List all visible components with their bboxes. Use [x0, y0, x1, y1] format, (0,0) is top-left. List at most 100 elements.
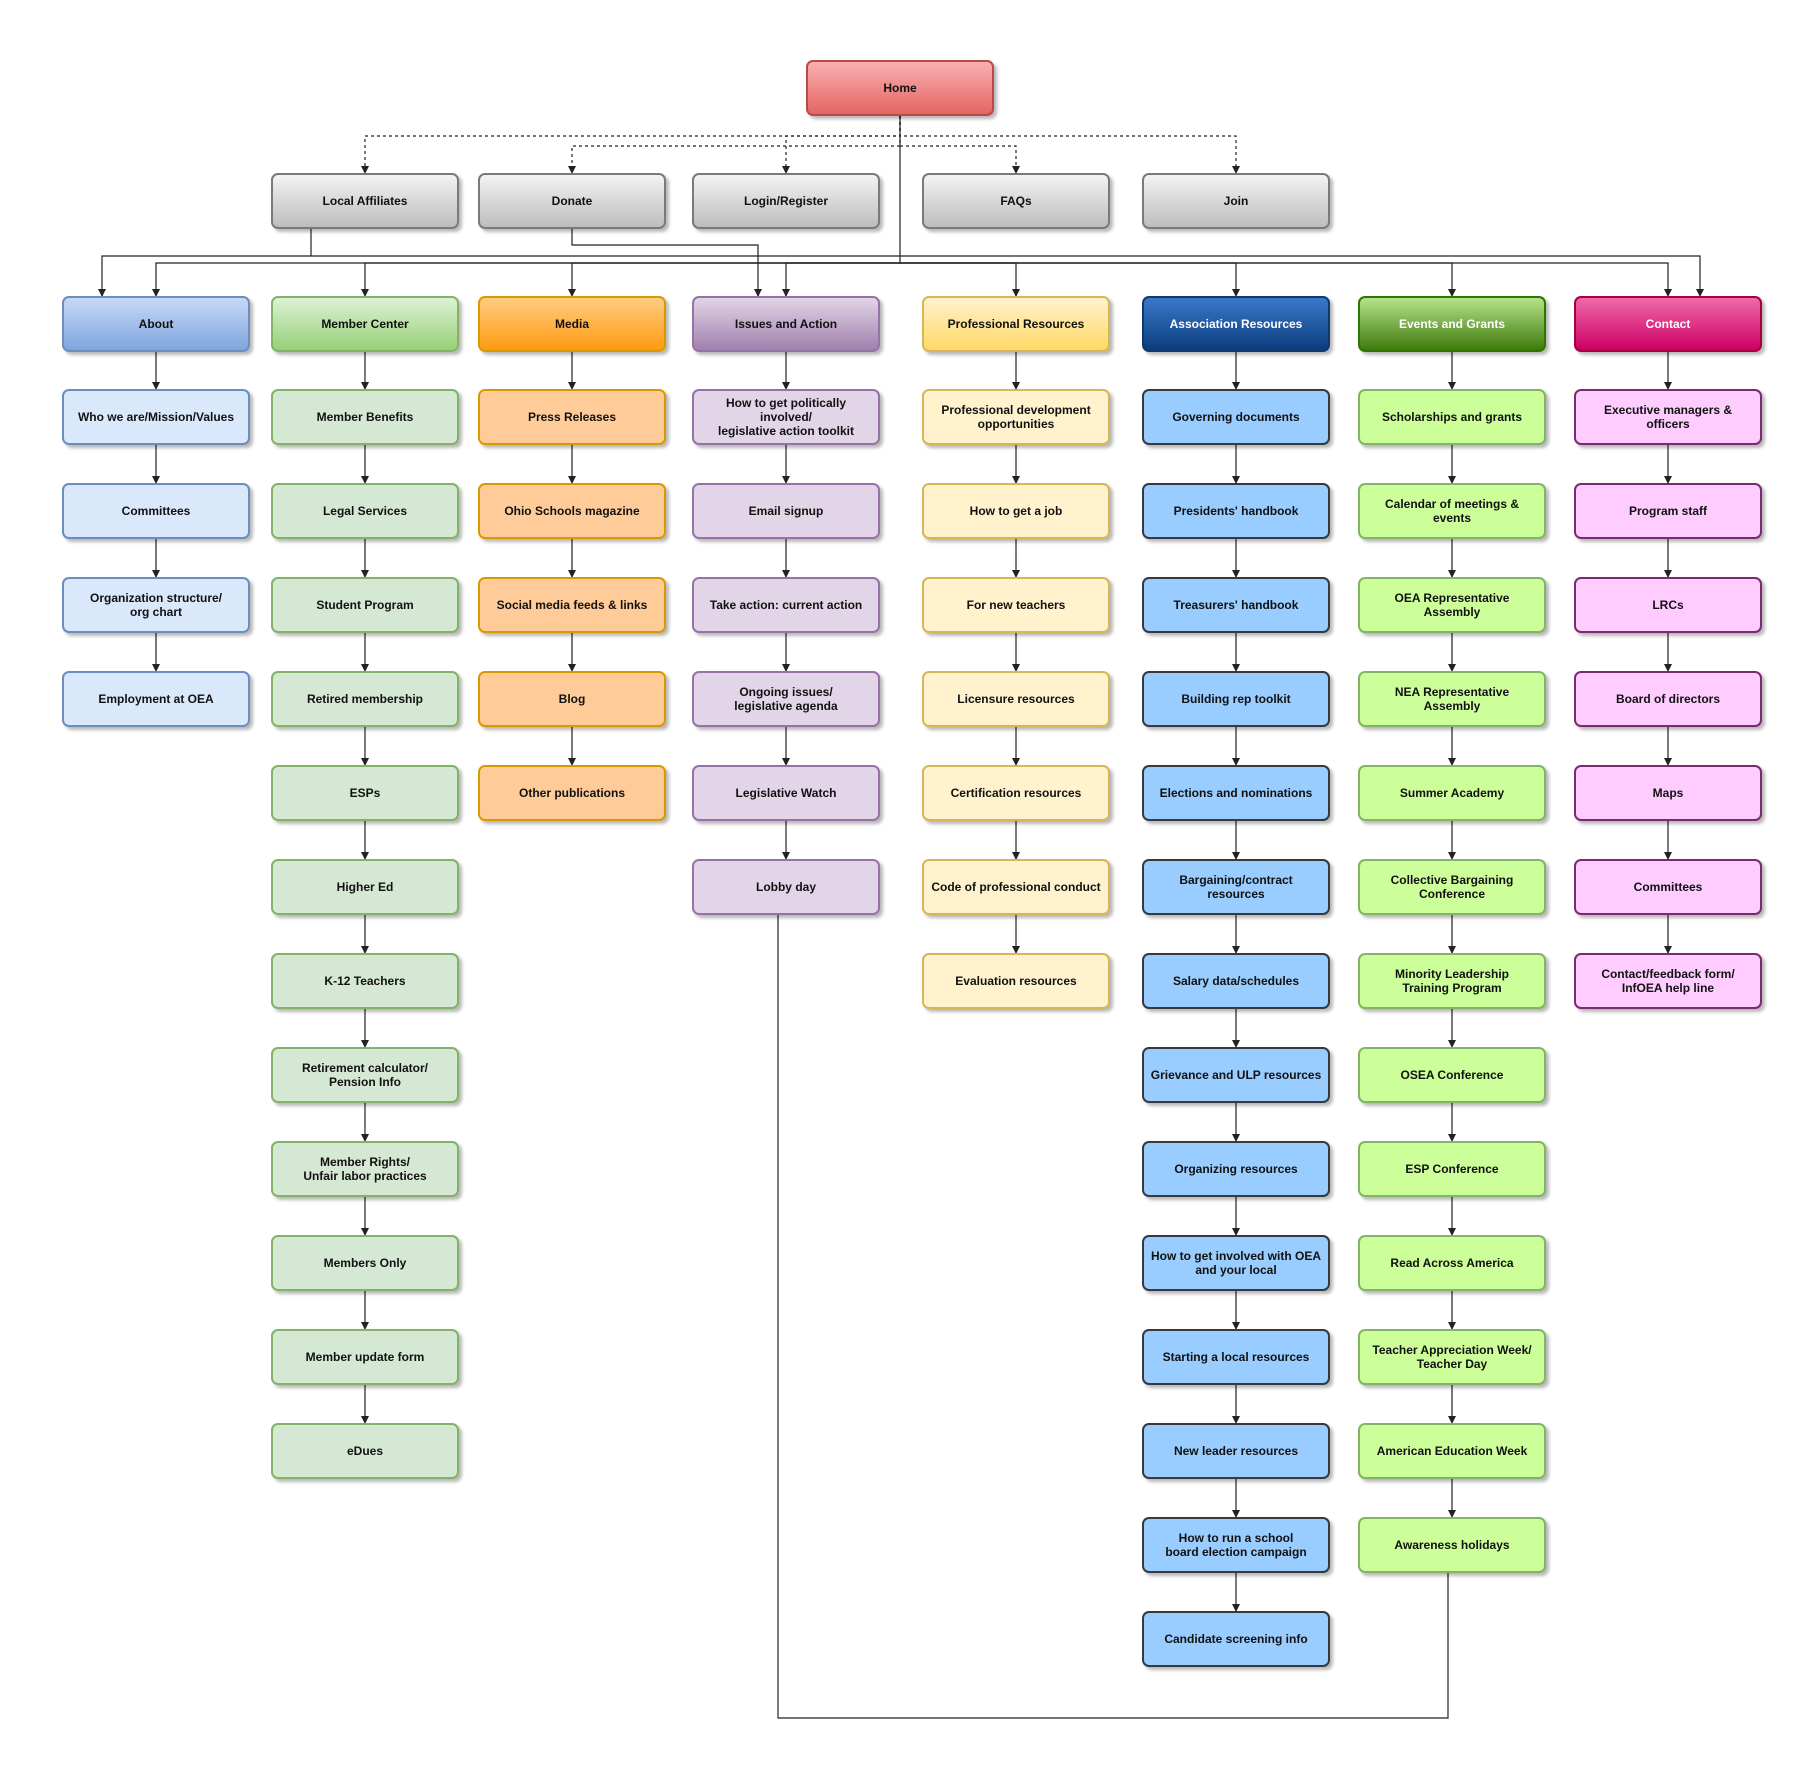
member-item-members-only[interactable]: Members Only	[271, 1235, 459, 1291]
utility-donate[interactable]: Donate	[478, 173, 666, 229]
assoc-item-presidents-handbook[interactable]: Presidents' handbook	[1142, 483, 1330, 539]
events-item-teacher-appreciation-week-teacher-day[interactable]: Teacher Appreciation Week/ Teacher Day	[1358, 1329, 1546, 1385]
prof-item-for-new-teachers[interactable]: For new teachers	[922, 577, 1110, 633]
member-item-member-rights-unfair-labor-practices[interactable]: Member Rights/ Unfair labor practices	[271, 1141, 459, 1197]
events-item-collective-bargaining-conference[interactable]: Collective Bargaining Conference	[1358, 859, 1546, 915]
assoc-item-salary-data-schedules[interactable]: Salary data/schedules	[1142, 953, 1330, 1009]
assoc-item-new-leader-resources[interactable]: New leader resources	[1142, 1423, 1330, 1479]
about-item-employment-at-oea[interactable]: Employment at OEA	[62, 671, 250, 727]
edge-home-to-local-affiliates	[361, 116, 901, 174]
prof-item-evaluation-resources[interactable]: Evaluation resources	[922, 953, 1110, 1009]
events-item-summer-academy[interactable]: Summer Academy	[1358, 765, 1546, 821]
media-item-blog[interactable]: Blog	[478, 671, 666, 727]
assoc-item-building-rep-toolkit[interactable]: Building rep toolkit	[1142, 671, 1330, 727]
edge-home-to-prof	[900, 262, 1020, 297]
member-item-retired-membership[interactable]: Retired membership	[271, 671, 459, 727]
events-item-scholarships-and-grants[interactable]: Scholarships and grants	[1358, 389, 1546, 445]
member-item-member-update-form[interactable]: Member update form	[271, 1329, 459, 1385]
section-assoc[interactable]: Association Resources	[1142, 296, 1330, 352]
edge-donate-to-issues	[571, 229, 762, 297]
home-node[interactable]: Home	[806, 60, 994, 116]
issues-item-take-action-current-action[interactable]: Take action: current action	[692, 577, 880, 633]
assoc-item-elections-and-nominations[interactable]: Elections and nominations	[1142, 765, 1330, 821]
member-item-legal-services[interactable]: Legal Services	[271, 483, 459, 539]
section-prof[interactable]: Professional Resources	[922, 296, 1110, 352]
media-item-other-publications[interactable]: Other publications	[478, 765, 666, 821]
contact-item-maps[interactable]: Maps	[1574, 765, 1762, 821]
contact-item-contact-feedback-form-infoea-help-line[interactable]: Contact/feedback form/ InfOEA help line	[1574, 953, 1762, 1009]
edge-local-affiliates-to-about	[98, 229, 312, 297]
assoc-item-bargaining-contract-resources[interactable]: Bargaining/contract resources	[1142, 859, 1330, 915]
prof-item-code-of-professional-conduct[interactable]: Code of professional conduct	[922, 859, 1110, 915]
assoc-item-how-to-run-a-school-board-election-campa[interactable]: How to run a school board election campa…	[1142, 1517, 1330, 1573]
events-item-oea-representative-assembly[interactable]: OEA Representative Assembly	[1358, 577, 1546, 633]
edge-home-to-faqs	[899, 116, 1020, 174]
issues-item-ongoing-issues-legislative-agenda[interactable]: Ongoing issues/ legislative agenda	[692, 671, 880, 727]
utility-faqs[interactable]: FAQs	[922, 173, 1110, 229]
section-contact[interactable]: Contact	[1574, 296, 1762, 352]
contact-item-program-staff[interactable]: Program staff	[1574, 483, 1762, 539]
contact-item-lrcs[interactable]: LRCs	[1574, 577, 1762, 633]
utility-join[interactable]: Join	[1142, 173, 1330, 229]
section-issues[interactable]: Issues and Action	[692, 296, 880, 352]
section-events[interactable]: Events and Grants	[1358, 296, 1546, 352]
edge-home-to-about	[152, 262, 900, 297]
media-item-ohio-schools-magazine[interactable]: Ohio Schools magazine	[478, 483, 666, 539]
section-media[interactable]: Media	[478, 296, 666, 352]
assoc-item-governing-documents[interactable]: Governing documents	[1142, 389, 1330, 445]
edge-home-to-donate	[568, 116, 901, 174]
events-item-osea-conference[interactable]: OSEA Conference	[1358, 1047, 1546, 1103]
about-item-who-we-are-mission-values[interactable]: Who we are/Mission/Values	[62, 389, 250, 445]
assoc-item-how-to-get-involved-with-oea-and-your-lo[interactable]: How to get involved with OEA and your lo…	[1142, 1235, 1330, 1291]
utility-local-affiliates[interactable]: Local Affiliates	[271, 173, 459, 229]
edge-home-to-member	[361, 262, 900, 297]
events-item-calendar-of-meetings-events[interactable]: Calendar of meetings & events	[1358, 483, 1546, 539]
prof-item-certification-resources[interactable]: Certification resources	[922, 765, 1110, 821]
issues-item-how-to-get-politically-involved-legislat[interactable]: How to get politically involved/ legisla…	[692, 389, 880, 445]
member-item-student-program[interactable]: Student Program	[271, 577, 459, 633]
edge-local-affiliates-to-contact	[311, 255, 1704, 297]
media-item-social-media-feeds-links[interactable]: Social media feeds & links	[478, 577, 666, 633]
issues-item-lobby-day[interactable]: Lobby day	[692, 859, 880, 915]
events-item-american-education-week[interactable]: American Education Week	[1358, 1423, 1546, 1479]
assoc-item-starting-a-local-resources[interactable]: Starting a local resources	[1142, 1329, 1330, 1385]
member-item-k-12-teachers[interactable]: K-12 Teachers	[271, 953, 459, 1009]
member-item-retirement-calculator-pension-info[interactable]: Retirement calculator/ Pension Info	[271, 1047, 459, 1103]
utility-login-register[interactable]: Login/Register	[692, 173, 880, 229]
contact-item-executive-managers-officers[interactable]: Executive managers & officers	[1574, 389, 1762, 445]
about-item-committees[interactable]: Committees	[62, 483, 250, 539]
contact-item-board-of-directors[interactable]: Board of directors	[1574, 671, 1762, 727]
member-item-member-benefits[interactable]: Member Benefits	[271, 389, 459, 445]
media-item-press-releases[interactable]: Press Releases	[478, 389, 666, 445]
assoc-item-treasurers-handbook[interactable]: Treasurers' handbook	[1142, 577, 1330, 633]
edge-home-to-contact	[900, 262, 1672, 297]
events-item-esp-conference[interactable]: ESP Conference	[1358, 1141, 1546, 1197]
section-about[interactable]: About	[62, 296, 250, 352]
events-item-awareness-holidays[interactable]: Awareness holidays	[1358, 1517, 1546, 1573]
edge-home-to-assoc	[900, 262, 1240, 297]
assoc-item-organizing-resources[interactable]: Organizing resources	[1142, 1141, 1330, 1197]
events-item-nea-representative-assembly[interactable]: NEA Representative Assembly	[1358, 671, 1546, 727]
issues-item-email-signup[interactable]: Email signup	[692, 483, 880, 539]
issues-item-legislative-watch[interactable]: Legislative Watch	[692, 765, 880, 821]
member-item-edues[interactable]: eDues	[271, 1423, 459, 1479]
edge-home-to-issues	[782, 262, 900, 297]
section-member[interactable]: Member Center	[271, 296, 459, 352]
assoc-item-grievance-and-ulp-resources[interactable]: Grievance and ULP resources	[1142, 1047, 1330, 1103]
member-item-higher-ed[interactable]: Higher Ed	[271, 859, 459, 915]
events-item-minority-leadership-training-program[interactable]: Minority Leadership Training Program	[1358, 953, 1546, 1009]
edge-home-to-events	[900, 262, 1456, 297]
prof-item-professional-development-opportunities[interactable]: Professional development opportunities	[922, 389, 1110, 445]
edge-home-to-media	[568, 262, 900, 297]
edge-home-to-join	[899, 116, 1240, 174]
assoc-item-candidate-screening-info[interactable]: Candidate screening info	[1142, 1611, 1330, 1667]
contact-item-committees[interactable]: Committees	[1574, 859, 1762, 915]
prof-item-licensure-resources[interactable]: Licensure resources	[922, 671, 1110, 727]
events-item-read-across-america[interactable]: Read Across America	[1358, 1235, 1546, 1291]
prof-item-how-to-get-a-job[interactable]: How to get a job	[922, 483, 1110, 539]
member-item-esps[interactable]: ESPs	[271, 765, 459, 821]
about-item-organization-structure-org-chart[interactable]: Organization structure/ org chart	[62, 577, 250, 633]
edge-home-to-login-register	[782, 116, 901, 174]
